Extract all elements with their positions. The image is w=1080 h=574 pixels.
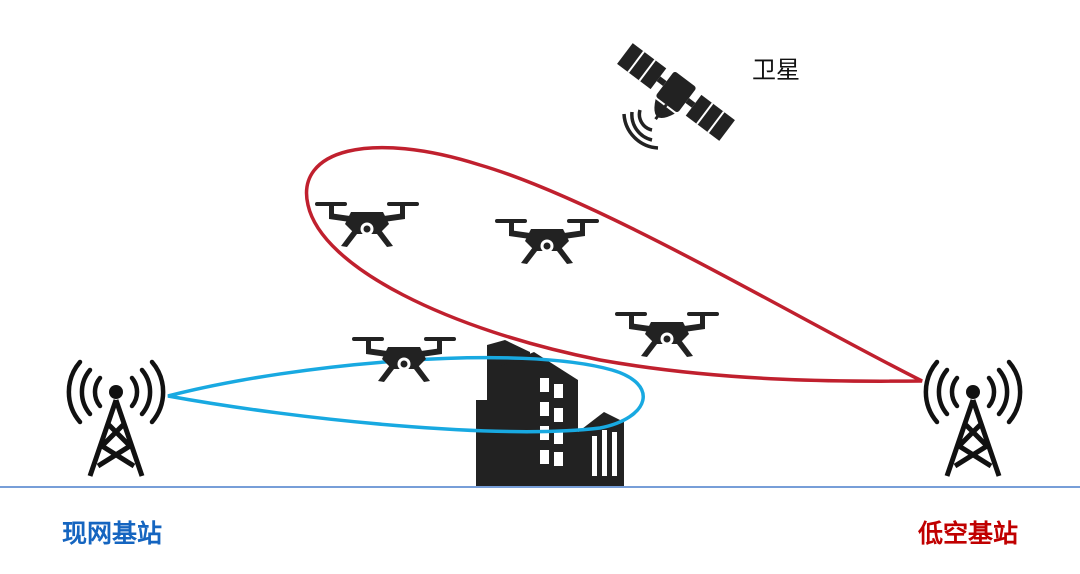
drone-icon [495,219,599,264]
satellite-icon [617,43,735,150]
drone-icon [615,312,719,357]
building-icon [476,340,624,486]
low-altitude-station-label: 低空基站 [918,519,1019,548]
cell-tower-icon [69,362,163,476]
current-station-beam [167,355,645,434]
current-station-label: 现网基站 [62,519,163,548]
low-altitude-station-beam [304,145,923,383]
drone-icon [315,202,419,247]
satellite-label: 卫星 [752,56,800,84]
cell-tower-icon [926,362,1020,476]
